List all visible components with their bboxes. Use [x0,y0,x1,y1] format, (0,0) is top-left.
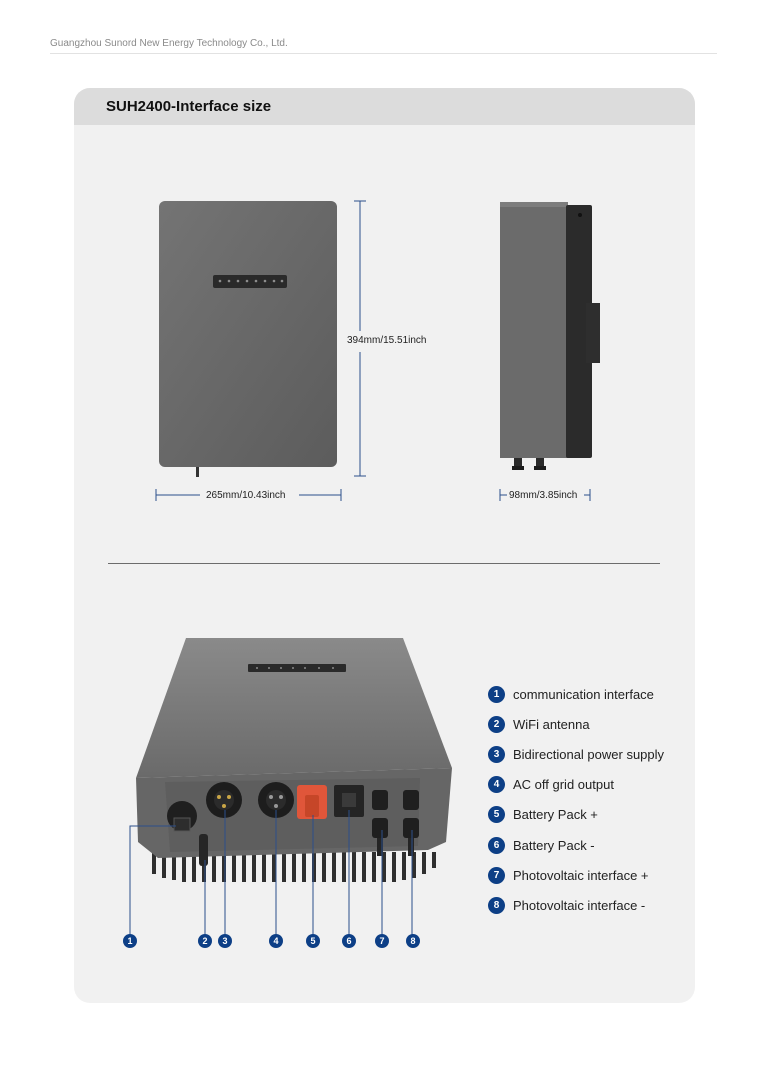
legend-label: Photovoltaic interface + [513,867,649,883]
width-dimension-label: 265mm/10.43inch [206,490,286,501]
legend-item: 1 communication interface [488,679,664,709]
legend-number-badge: 1 [488,685,505,703]
callout-7: 7 [375,934,389,948]
callout-4: 4 [269,934,283,948]
company-name: Guangzhou Sunord New Energy Technology C… [50,38,288,49]
legend-label: Battery Pack - [513,837,595,853]
legend-number-badge: 7 [488,866,505,884]
callout-2: 2 [198,934,212,948]
top-rule [50,53,717,54]
legend-number-badge: 3 [488,745,505,763]
section-title: SUH2400-Interface size [106,98,272,115]
callout-8: 8 [406,934,420,948]
legend-number-badge: 8 [488,896,505,914]
front-view [159,201,337,477]
callout-5: 5 [306,934,320,948]
legend-label: Photovoltaic interface - [513,897,646,913]
legend-label: Bidirectional power supply [513,746,665,762]
callout-1: 1 [123,934,137,948]
legend-item: 5 Battery Pack + [488,800,664,830]
legend-number-badge: 4 [488,776,505,794]
callout-6: 6 [342,934,356,948]
legend-number-badge: 5 [488,806,505,824]
legend-item: 8 Photovoltaic interface - [488,890,664,920]
legend-item: 4 AC off grid output [488,770,664,800]
side-view [500,202,600,470]
legend-item: 6 Battery Pack - [488,830,664,860]
legend-number-badge: 6 [488,836,505,854]
callout-leader-lines [129,810,413,935]
height-dimension-label: 394mm/15.51inch [347,335,427,346]
legend-number-badge: 2 [488,715,505,733]
bottom-view [136,638,452,882]
legend-item: 2 WiFi antenna [488,709,664,739]
depth-dimension-label: 98mm/3.85inch [509,490,578,501]
card-header [74,88,695,125]
legend-label: Battery Pack + [513,807,598,823]
legend-item: 3 Bidirectional power supply [488,739,664,769]
height-dimension-line [354,200,366,477]
depth-dimension-line [499,489,591,501]
callout-3: 3 [218,934,232,948]
section-divider [108,563,660,564]
legend-label: communication interface [513,686,654,702]
legend-label: WiFi antenna [513,716,590,732]
interface-legend: 1 communication interface 2 WiFi antenna… [488,679,664,921]
legend-label: AC off grid output [513,777,614,793]
width-dimension-line [155,489,342,501]
legend-item: 7 Photovoltaic interface + [488,860,664,890]
